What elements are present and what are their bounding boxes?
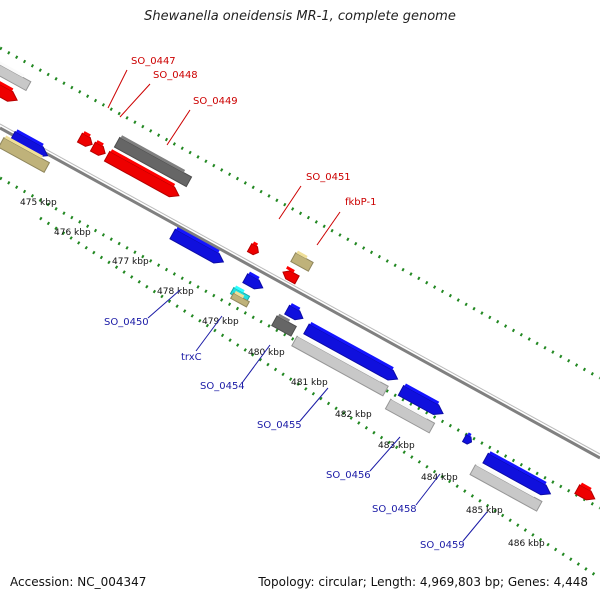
gene-label-so_0456: SO_0456 bbox=[326, 470, 371, 481]
scale-label: 481 kbp bbox=[291, 378, 328, 388]
gene-label-leader bbox=[147, 289, 181, 319]
gene-fkbp1 bbox=[290, 250, 314, 272]
gene-so0458 bbox=[461, 432, 473, 445]
genome-backbone-highlight bbox=[0, 123, 600, 455]
gene-label-leader bbox=[241, 344, 271, 384]
gene-so0450 bbox=[169, 227, 225, 264]
gene-label-leader bbox=[166, 109, 191, 146]
gene-label-leader bbox=[195, 315, 223, 352]
gene-so0454-blue bbox=[284, 303, 304, 321]
gene-label-fkbp-1: fkbP-1 bbox=[345, 197, 376, 208]
gene-so0456-blue bbox=[397, 383, 444, 416]
gene-top-left-gray bbox=[0, 59, 32, 92]
gene-right-red bbox=[574, 482, 596, 501]
gene-label-leader bbox=[369, 436, 401, 472]
gene-label-so_0459: SO_0459 bbox=[420, 540, 465, 551]
gene-label-so_0458: SO_0458 bbox=[372, 504, 417, 515]
gene-label-leader bbox=[316, 211, 341, 246]
gene-label-so_0451: SO_0451 bbox=[306, 172, 351, 183]
gene-so0459 bbox=[469, 462, 543, 512]
gene-so0449 bbox=[103, 149, 180, 198]
gene-label-so_0447: SO_0447 bbox=[131, 56, 176, 67]
gene-label-leader bbox=[415, 473, 441, 506]
gene-label-leader bbox=[462, 511, 488, 542]
gene-label-so_0454: SO_0454 bbox=[200, 381, 245, 392]
scale-label: 479 kbp bbox=[202, 317, 239, 327]
gene-so0456 bbox=[384, 396, 436, 434]
gene-label-so_0450: SO_0450 bbox=[104, 317, 149, 328]
scale-label: 485 kbp bbox=[466, 506, 503, 516]
gene-so0455 bbox=[291, 333, 389, 397]
gene-so0455-blue bbox=[303, 321, 399, 381]
genome-summary-text: Topology: circular; Length: 4,969,803 bp… bbox=[258, 575, 588, 589]
gene-left-khaki bbox=[0, 135, 51, 174]
accession-text: Accession: NC_004347 bbox=[10, 575, 147, 589]
gene-top-left-red bbox=[0, 78, 18, 102]
gene-so0447 bbox=[76, 131, 93, 147]
gene-label-leader bbox=[119, 83, 151, 118]
scale-label: 482 kbp bbox=[335, 410, 372, 420]
scale-label: 477 kbp bbox=[112, 257, 149, 267]
gene-label-so_0455: SO_0455 bbox=[257, 420, 302, 431]
gene-so0449-dark bbox=[113, 135, 193, 188]
gene-label-so_0449: SO_0449 bbox=[193, 96, 238, 107]
scale-label: 480 kbp bbox=[248, 348, 285, 358]
gene-label-leader bbox=[278, 185, 302, 220]
gene-so0454 bbox=[271, 313, 297, 337]
genome-backbone bbox=[0, 126, 600, 460]
upper-tick-track bbox=[0, 46, 600, 380]
scale-label: 476 kbp bbox=[54, 228, 91, 238]
gene-trxc-khaki bbox=[229, 290, 251, 308]
gene-so0448 bbox=[89, 140, 106, 156]
scale-label: 478 kbp bbox=[157, 287, 194, 297]
scale-label: 475 kbp bbox=[20, 198, 57, 208]
scale-label: 486 kbp bbox=[508, 539, 545, 549]
gene-fkbp1-red bbox=[282, 266, 300, 285]
gene-so0451 bbox=[246, 241, 259, 256]
gene-label-leader bbox=[299, 387, 329, 422]
scale-label: 484 kbp bbox=[421, 473, 458, 483]
gene-so0459-blue bbox=[482, 451, 552, 496]
gene-label-trxc: trxC bbox=[181, 352, 202, 363]
map-title: Shewanella oneidensis MR-1, complete gen… bbox=[144, 9, 456, 24]
gene-label-so_0448: SO_0448 bbox=[153, 70, 198, 81]
scale-label: 483 kbp bbox=[378, 441, 415, 451]
gene-label-leader bbox=[107, 69, 128, 109]
gene-trxc-blue bbox=[242, 271, 264, 290]
